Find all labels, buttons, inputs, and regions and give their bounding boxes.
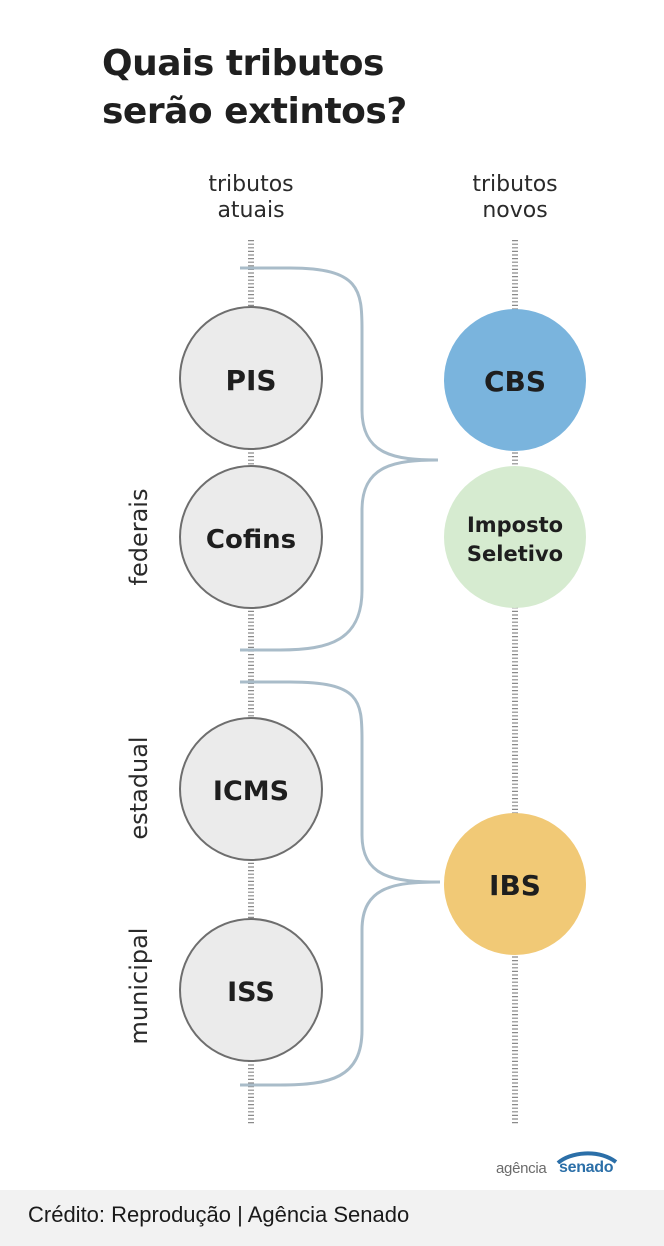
new-taxes-heading-line-1: tributos (472, 172, 558, 197)
current-taxes-heading-line-1: tributos (208, 172, 294, 197)
tax-label-pis: PIS (225, 364, 276, 397)
group-label-federal: federais (125, 489, 153, 586)
state-municipal-brace (240, 680, 441, 1087)
current-taxes-heading-line-2: atuais (217, 198, 285, 223)
image-credit: Crédito: Reprodução | Agência Senado (28, 1202, 410, 1227)
tax-label-cbs: CBS (484, 365, 546, 398)
group-label-state: estadual (125, 736, 153, 839)
logo-word-agencia: agência (496, 1160, 547, 1177)
new-taxes-heading-line-2: novos (482, 198, 548, 223)
title-line-1: Quais tributos (102, 43, 384, 84)
tax-circle-icms: ICMS (179, 717, 323, 861)
federal-brace (240, 266, 439, 652)
tax-label-imposto: Imposto (467, 513, 563, 537)
tax-label-icms: ICMS (213, 776, 289, 807)
tax-circle-ibs: IBS (444, 813, 586, 955)
tax-circle-imposto-seletivo: Imposto Seletivo (444, 466, 586, 608)
logo-word-senado: senado (559, 1159, 614, 1176)
group-label-municipal: municipal (125, 928, 153, 1045)
tax-circle-cbs: CBS (444, 309, 586, 451)
logo-arc-icon (556, 1151, 618, 1164)
infographic: Quais tributos serão extintos? tributos … (102, 40, 622, 1184)
tax-label-iss: ISS (227, 977, 275, 1008)
tax-diagram: PIS Cofins ICMS ISS CBS Imposto Seletivo… (125, 240, 586, 1125)
new-taxes-heading: tributos novos (435, 172, 595, 224)
tax-circle-pis: PIS (179, 306, 323, 450)
caption-bar: Crédito: Reprodução | Agência Senado (0, 1190, 664, 1246)
title-line-2: serão extintos? (102, 91, 407, 132)
tax-label-ibs: IBS (489, 869, 541, 902)
tax-circle-iss: ISS (179, 918, 323, 1062)
tax-circle-cofins: Cofins (179, 465, 323, 609)
tax-label-cofins: Cofins (206, 525, 296, 555)
agencia-senado-logo: agência senado (496, 1150, 622, 1184)
tax-label-seletivo: Seletivo (467, 542, 563, 566)
current-taxes-heading: tributos atuais (171, 172, 331, 224)
infographic-title: Quais tributos serão extintos? (102, 40, 407, 136)
